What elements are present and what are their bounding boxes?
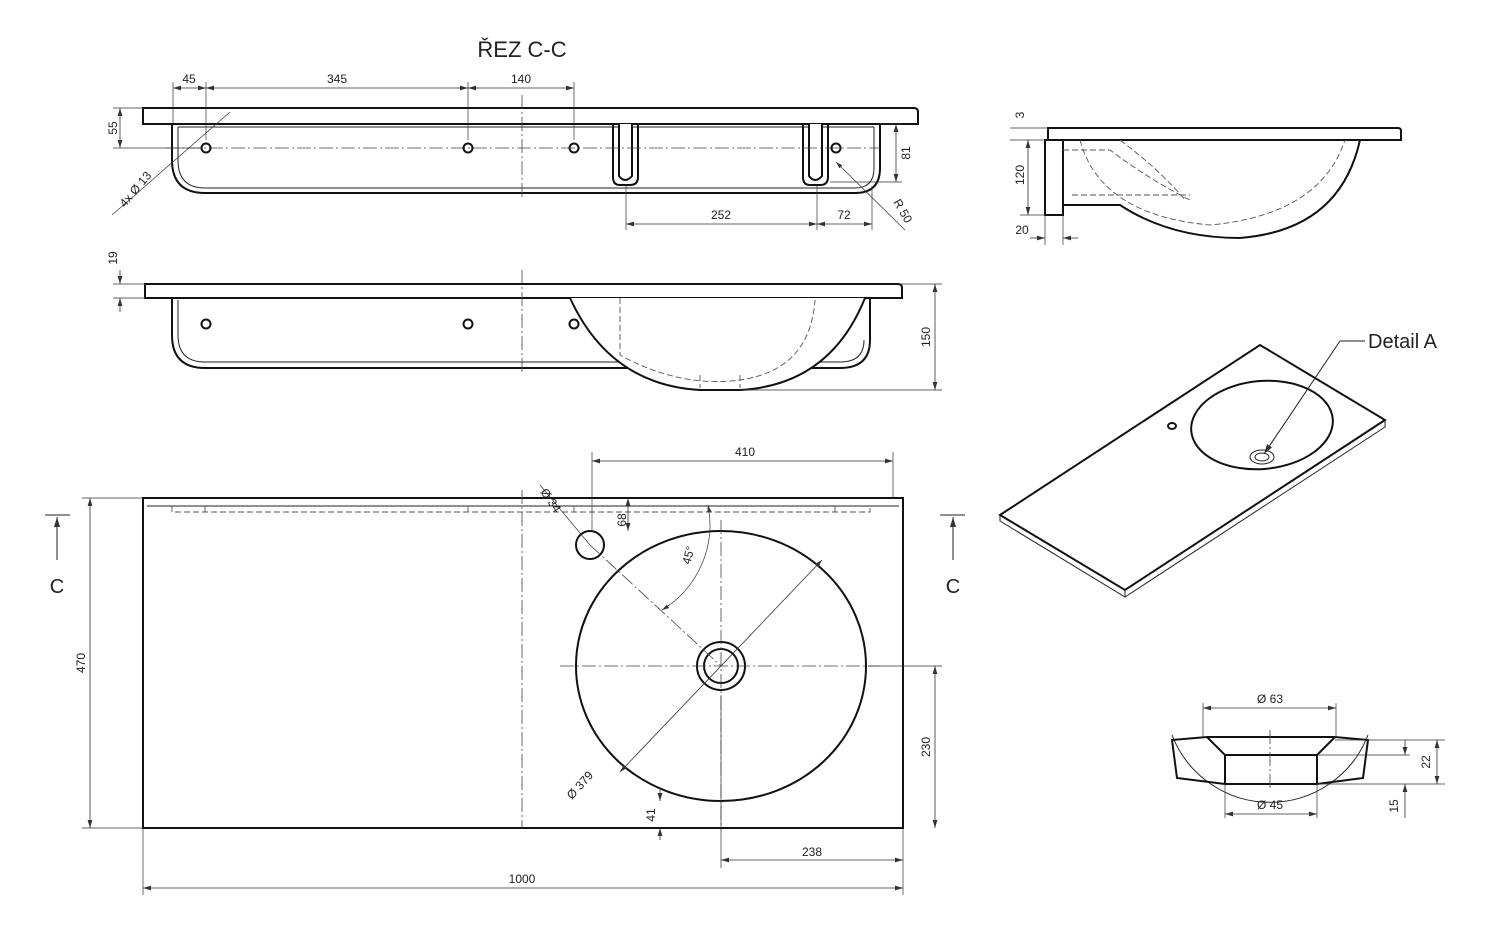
section-title: ŘEZ C-C — [477, 37, 566, 62]
dim-230: 230 — [919, 737, 933, 757]
svg-text:C: C — [946, 576, 960, 598]
dim-45-deg: 45° — [679, 544, 697, 565]
svg-text:C: C — [50, 576, 64, 598]
dim-120: 120 — [1013, 165, 1027, 185]
dim-r50: R 50 — [890, 197, 915, 226]
section-view: ŘEZ C-C 45 345 140 55 81 252 72 R 50 4x … — [106, 37, 919, 231]
mounting-holes — [200, 142, 842, 154]
front-view: 19 150 — [106, 251, 942, 391]
plan-view: 45° Ø 379 Ø 34 410 68 470 1000 238 230 4… — [45, 445, 965, 895]
dim-holes: 4x Ø 13 — [117, 168, 155, 209]
section-mark-right: C — [940, 514, 965, 598]
dim-470: 470 — [74, 653, 88, 673]
dim-19: 19 — [106, 251, 120, 265]
dim-22: 22 — [1419, 755, 1433, 769]
dim-238: 238 — [802, 845, 822, 859]
dim-41: 41 — [644, 808, 658, 822]
dim-20: 20 — [1015, 223, 1029, 237]
dim-dia-63: Ø 63 — [1257, 692, 1283, 706]
dim-72: 72 — [837, 208, 851, 222]
dim-dia-34: Ø 34 — [538, 486, 565, 516]
dim-345: 345 — [327, 72, 347, 86]
detail-a: Ø 63 Ø 45 22 15 — [1170, 692, 1445, 818]
dim-410: 410 — [735, 445, 755, 459]
dim-81: 81 — [899, 146, 913, 160]
dim-140: 140 — [511, 72, 531, 86]
dim-68-label: 68 — [615, 513, 629, 527]
dim-3: 3 — [1013, 111, 1027, 118]
dim-dia-379: Ø 379 — [564, 768, 596, 802]
dim-252: 252 — [711, 208, 731, 222]
dim-15: 15 — [1387, 799, 1401, 813]
detail-a-callout: Detail A — [1368, 331, 1438, 353]
section-mark-left: C — [45, 514, 70, 598]
dim-150: 150 — [919, 327, 933, 347]
dim-45: 45 — [182, 72, 196, 86]
side-view: 3 120 20 — [1010, 111, 1402, 245]
iso-view: Detail A — [998, 331, 1438, 598]
dim-55: 55 — [106, 121, 120, 135]
dim-dia-45: Ø 45 — [1257, 798, 1283, 812]
dim-1000: 1000 — [509, 872, 536, 886]
